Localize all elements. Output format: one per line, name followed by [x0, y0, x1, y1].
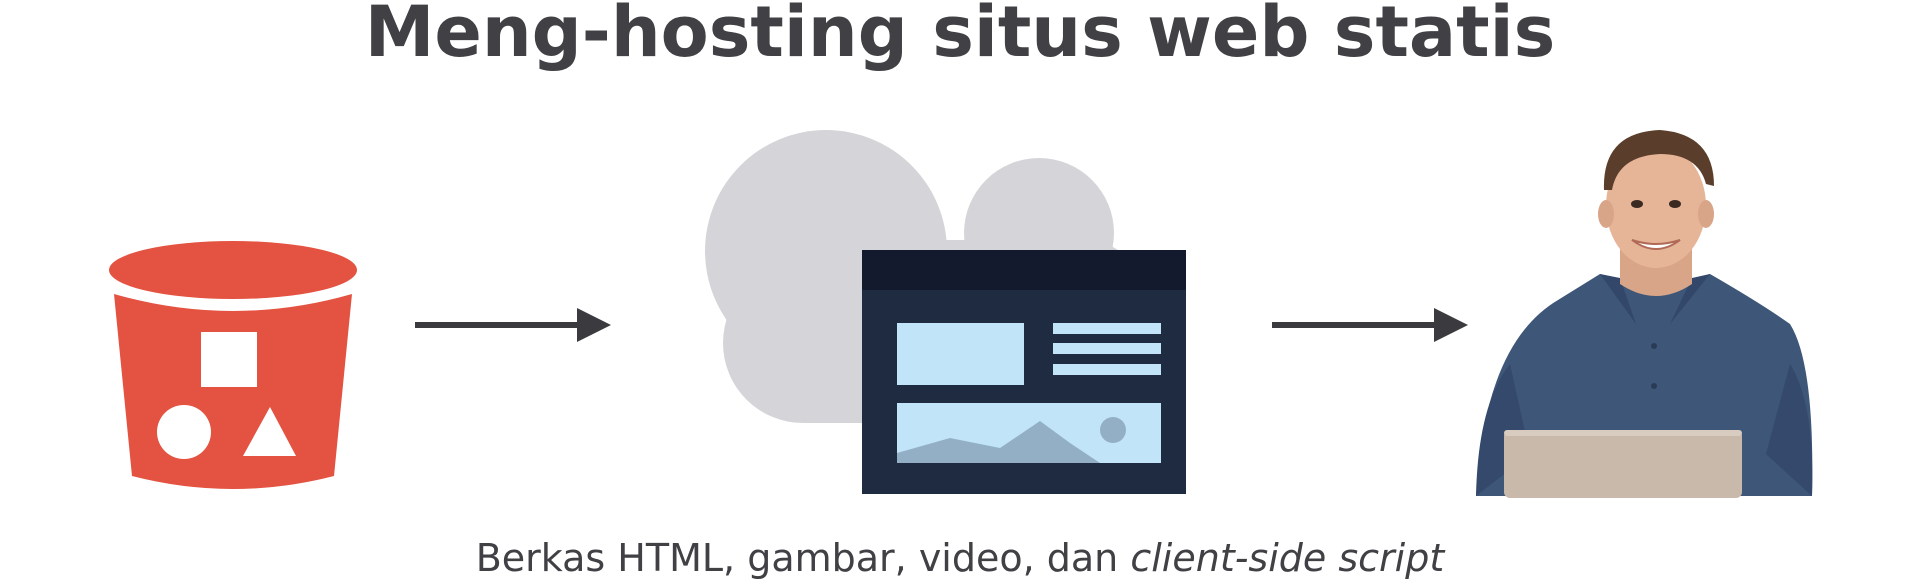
page-title: Meng-hosting situs web statis: [364, 0, 1556, 73]
person-with-laptop-icon: [1476, 130, 1813, 498]
arrow-right-icon: [1272, 308, 1468, 342]
laptop-icon: [1504, 430, 1742, 498]
circle-shape: [157, 405, 211, 459]
caption-plain: Berkas HTML, gambar, video, dan: [475, 536, 1131, 580]
face: [1606, 144, 1706, 268]
arrow-right-icon: [415, 308, 611, 342]
caption: Berkas HTML, gambar, video, dan client-s…: [0, 534, 1920, 582]
caption-italic: client-side script: [1130, 536, 1445, 580]
square-shape: [201, 332, 257, 387]
webpage-window-icon: [862, 250, 1186, 494]
cloud-webpage-icon: [705, 130, 1186, 494]
triangle-shape: [243, 407, 296, 456]
storage-bucket-icon: [109, 241, 357, 489]
